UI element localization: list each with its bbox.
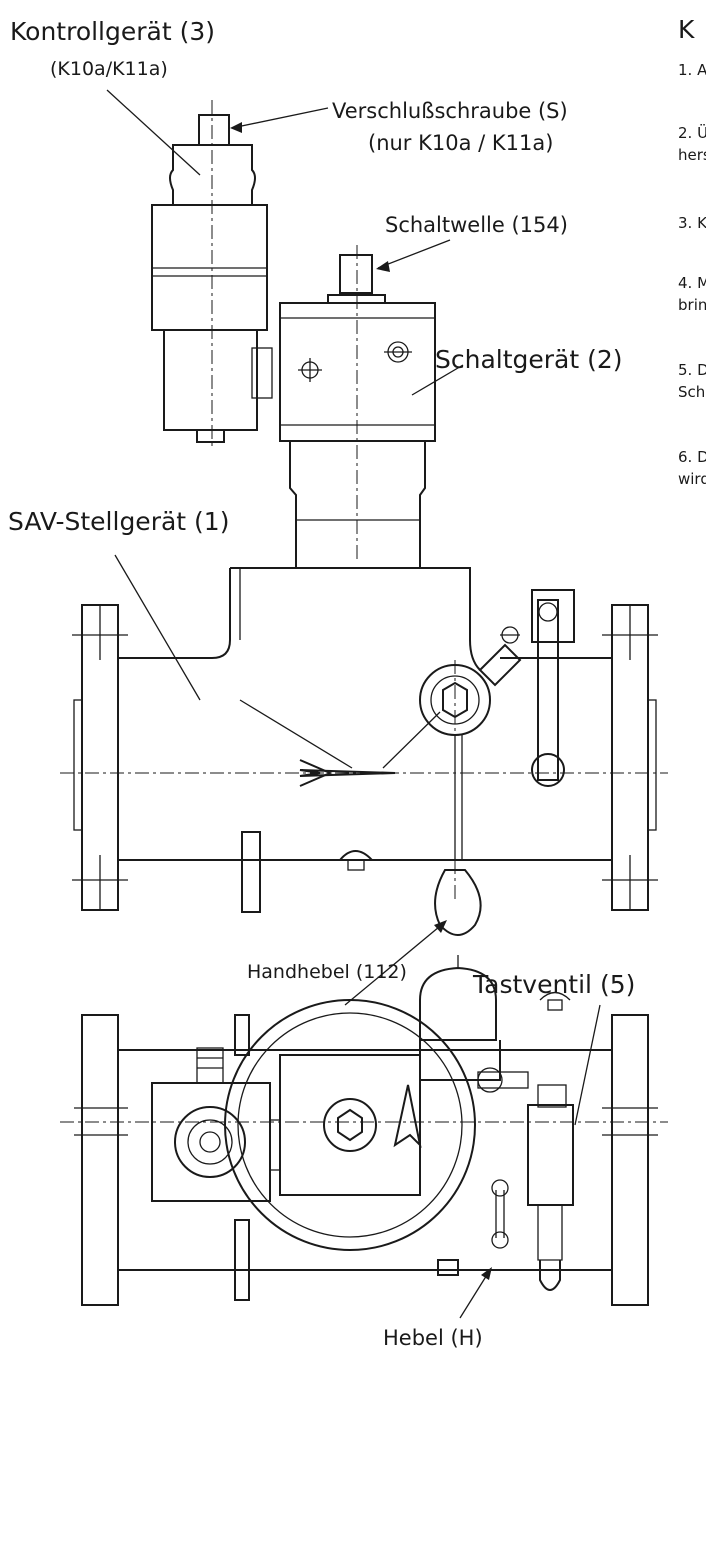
sav-stellgeraet-front — [60, 567, 668, 936]
label-verschlussschraube-sub: (nur K10a / K11a) — [368, 131, 553, 155]
kontrollgeraet-body — [151, 114, 273, 443]
side-item-6: 6. D — [678, 448, 706, 466]
side-item-5b: Sch — [678, 383, 705, 401]
label-schaltgeraet: Schaltgerät (2) — [435, 345, 623, 374]
side-item-2b: hers — [678, 146, 706, 164]
label-kontrollgeraet: Kontrollgerät (3) — [10, 17, 215, 46]
label-verschlussschraube: Verschlußschraube (S) — [332, 99, 568, 123]
side-item-6b: wird — [678, 470, 706, 488]
label-schaltwelle: Schaltwelle (154) — [385, 213, 568, 237]
side-item-3: 3. K — [678, 214, 706, 232]
side-heading: K — [678, 15, 695, 44]
label-kontrollgeraet-sub: (K10a/K11a) — [50, 58, 168, 80]
side-item-4b: brin — [678, 296, 706, 314]
side-item-4: 4. M — [678, 274, 706, 292]
label-handhebel: Handhebel (112) — [247, 961, 407, 983]
leader-lines — [106, 89, 601, 1319]
label-hebel: Hebel (H) — [383, 1326, 483, 1350]
label-sav-stellgeraet: SAV-Stellgerät (1) — [8, 507, 229, 536]
side-item-1: 1. A — [678, 61, 706, 79]
side-item-5: 5. D — [678, 361, 706, 379]
label-tastventil: Tastventil (5) — [472, 970, 635, 999]
side-item-2: 2. Ü — [678, 123, 706, 142]
sav-stellgeraet-top-view — [60, 955, 668, 1306]
